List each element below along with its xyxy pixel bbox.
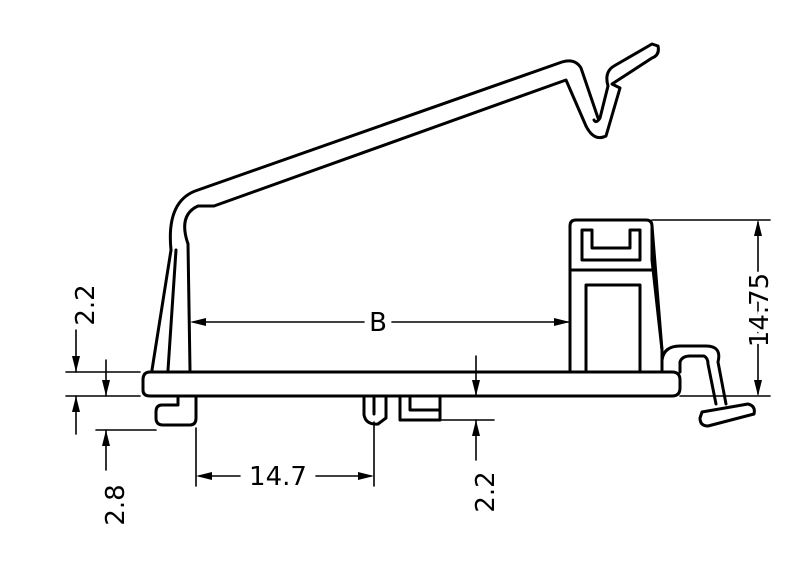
dimension-left-height-label: 2.2: [71, 284, 101, 325]
bottom-clip-features: [154, 394, 442, 427]
dimension-bottom-width-label: 14.7: [249, 462, 307, 492]
dimension-b-label: B: [369, 308, 387, 338]
dimension-b: B: [190, 308, 570, 338]
right-latch-tab: [660, 344, 756, 428]
dimension-right-height: 14.75: [651, 219, 779, 397]
dimension-bottom-height-label: 2.2: [471, 471, 501, 512]
dimension-right-height-label: 14.75: [745, 273, 775, 347]
dimension-bottom-width: 14.7: [195, 421, 375, 492]
dimension-left-heights: 2.2 2.8: [65, 284, 157, 526]
dimension-bottom-height: 2.2: [439, 355, 501, 513]
base-plate: [141, 370, 682, 398]
right-tower: [568, 218, 664, 374]
dimension-left-lower-label: 2.8: [101, 484, 131, 525]
left-post: [150, 242, 192, 372]
spring-clip-arm: [168, 42, 660, 252]
